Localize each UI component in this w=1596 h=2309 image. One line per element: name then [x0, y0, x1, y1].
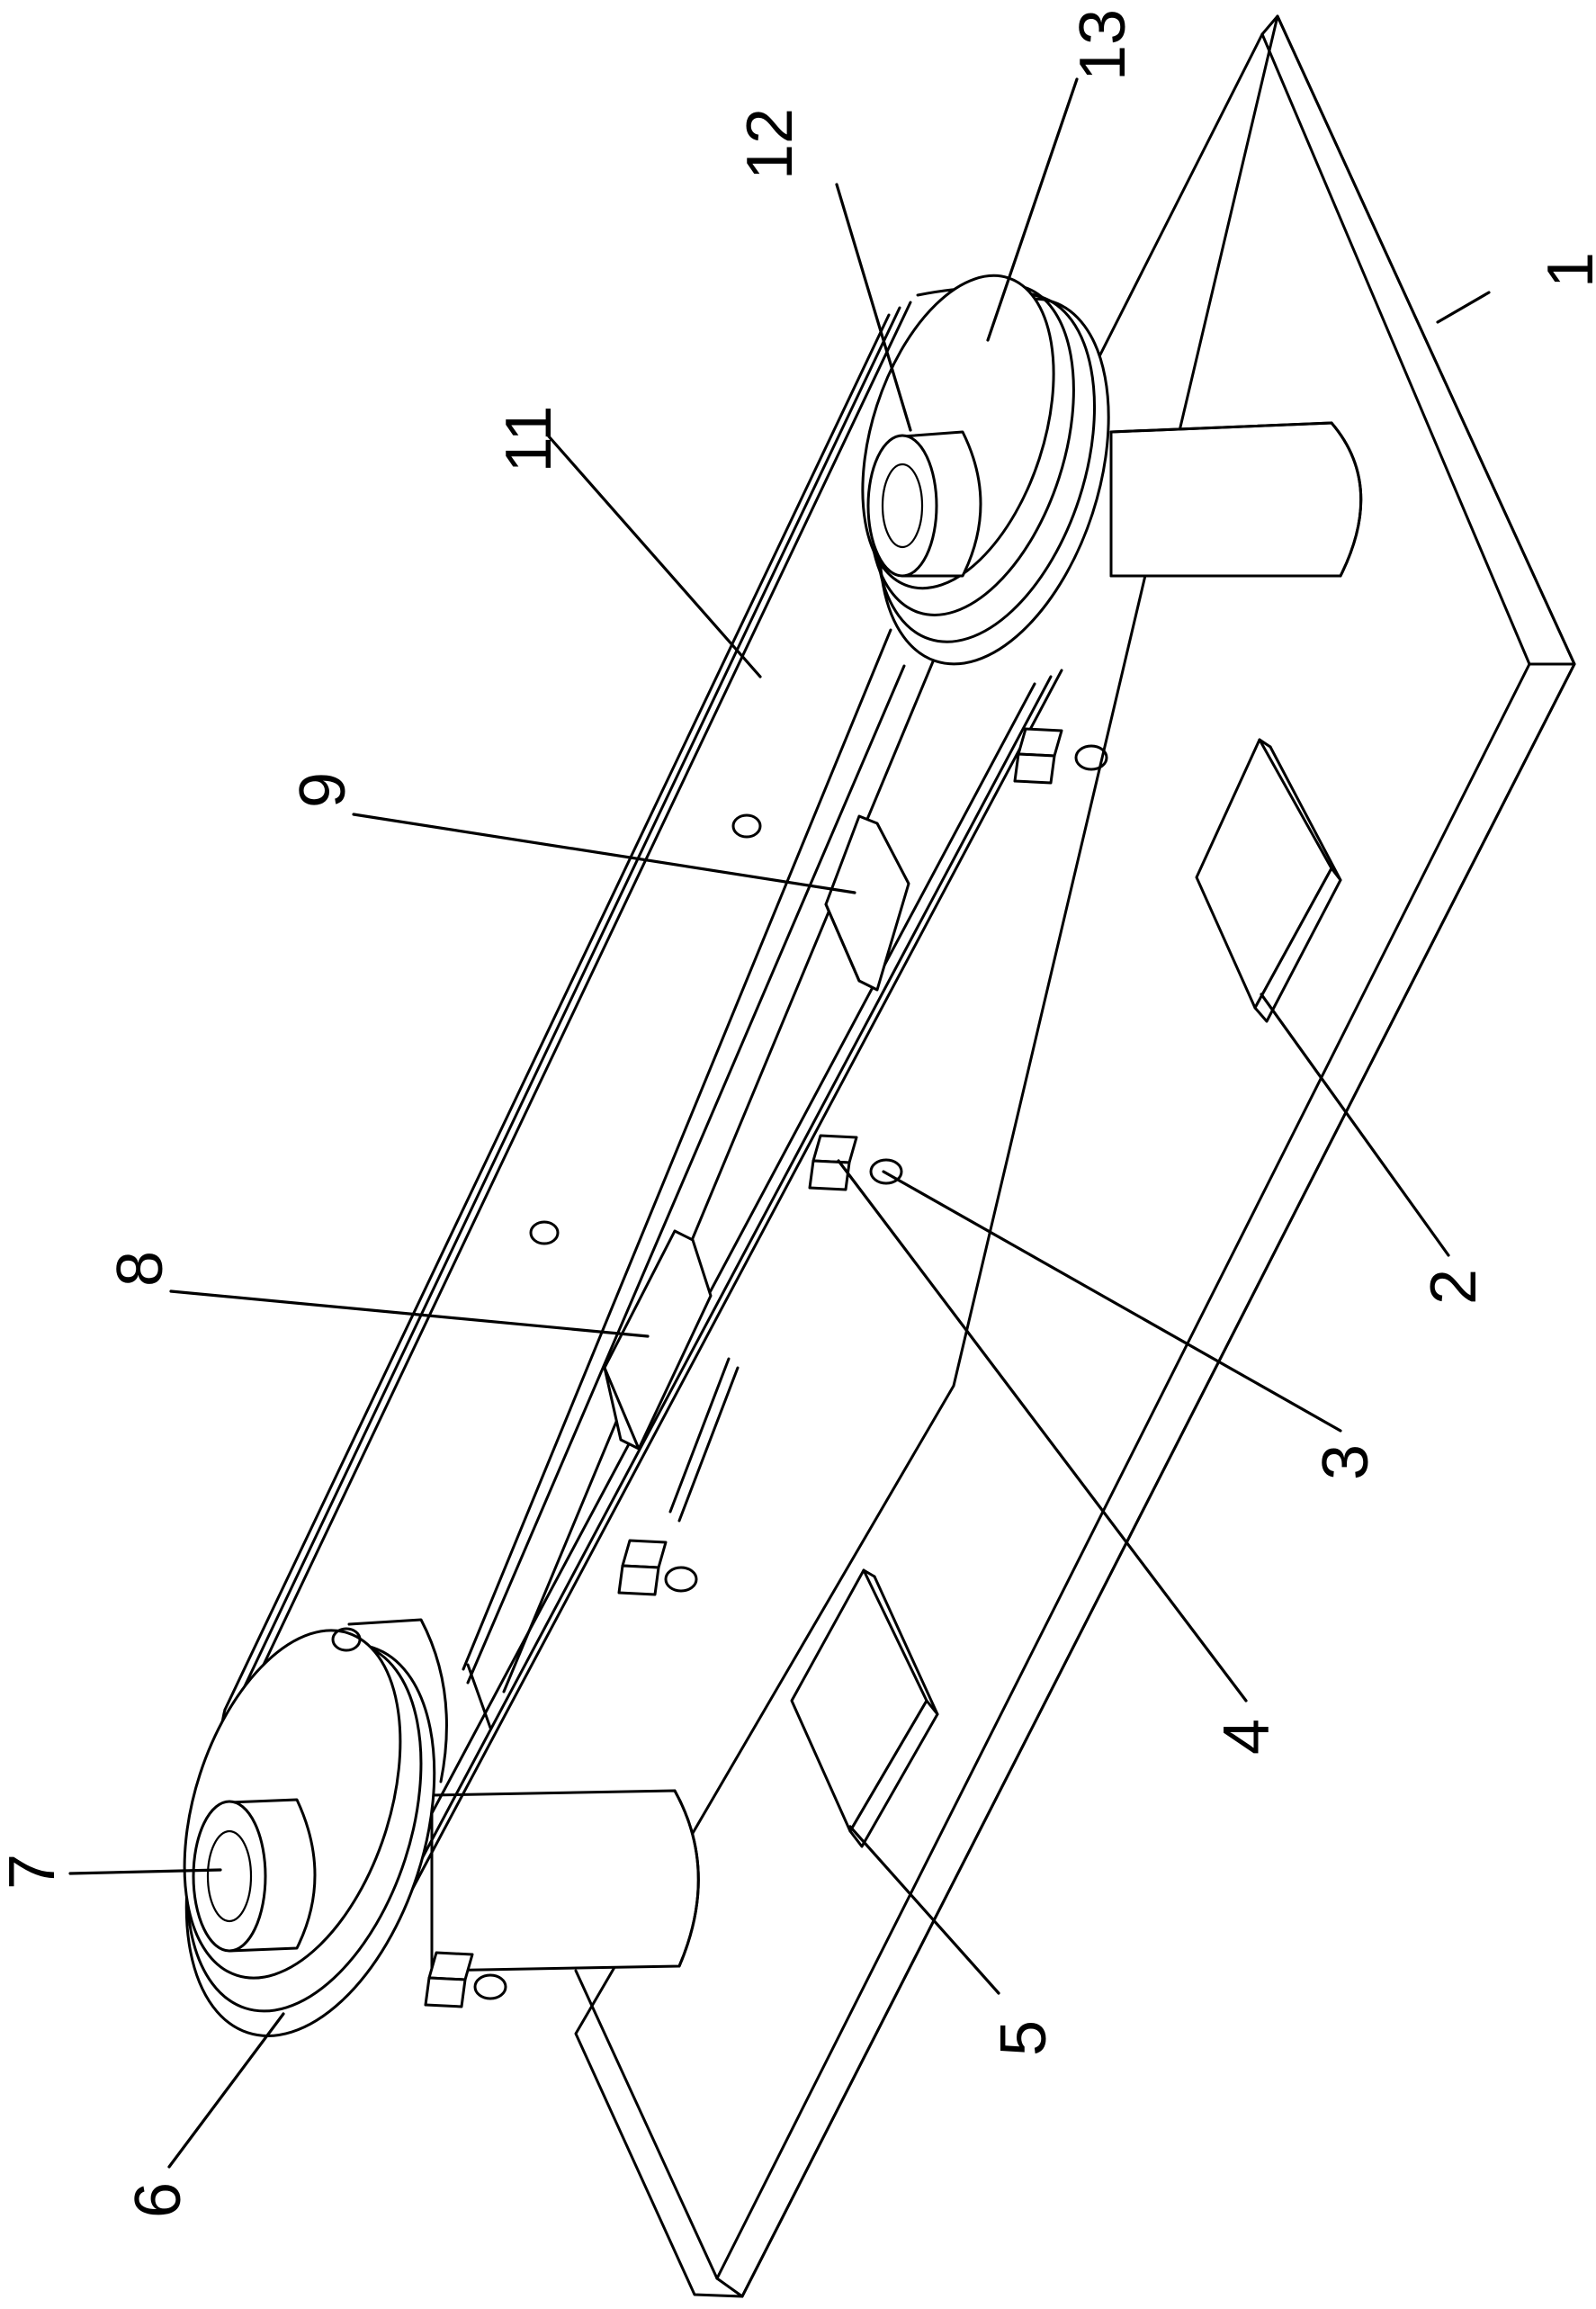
label-2: 2	[1418, 1269, 1490, 1305]
label-11: 11	[493, 406, 565, 473]
label-7: 7	[0, 1854, 68, 1890]
label-9: 9	[287, 772, 359, 808]
label-4: 4	[1211, 1719, 1283, 1755]
label-8: 8	[104, 1251, 176, 1287]
label-13: 13	[1067, 9, 1139, 81]
label-1: 1	[1535, 252, 1596, 288]
hub-left	[193, 1800, 315, 1951]
label-12: 12	[734, 108, 806, 180]
label-6: 6	[122, 2182, 194, 2218]
label-5: 5	[988, 2020, 1060, 2056]
plate-8	[468, 1231, 738, 1728]
plate-9	[826, 816, 909, 990]
left-support-post	[432, 1791, 698, 1971]
right-support-post	[1111, 423, 1361, 576]
hub-right	[868, 432, 981, 576]
label-3: 3	[1310, 1444, 1382, 1480]
